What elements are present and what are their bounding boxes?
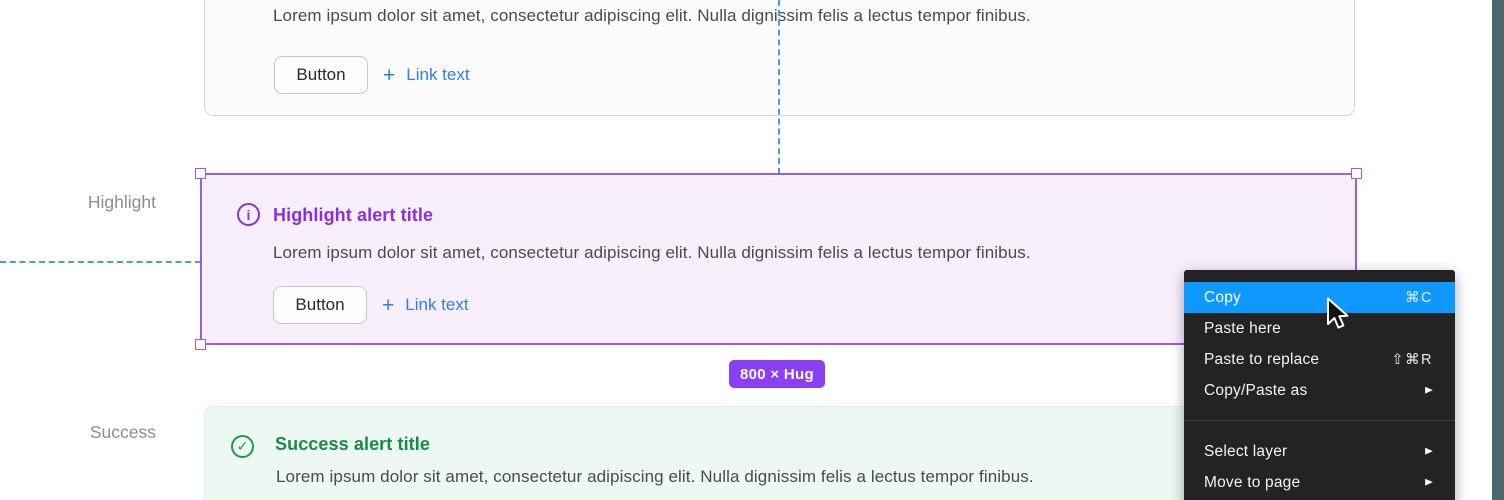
success-alert-card[interactable]: ✓ Success alert title Lorem ipsum dolor … [204, 406, 1355, 500]
check-circle-icon: ✓ [231, 435, 254, 458]
highlight-alert-card[interactable]: i Highlight alert title Lorem ipsum dolo… [203, 176, 1355, 343]
shortcut-label: ⇧⌘R [1391, 351, 1433, 368]
submenu-arrow-icon: ▶ [1425, 385, 1433, 396]
plus-icon: + [383, 63, 396, 87]
horizontal-guide-line [0, 261, 201, 263]
alert-body-text: Lorem ipsum dolor sit amet, consectetur … [273, 243, 1031, 262]
menu-item-paste-to-replace[interactable]: Paste to replace ⇧⌘R [1204, 350, 1433, 368]
right-panel-edge [1492, 0, 1504, 500]
link-text-label: Link text [405, 295, 469, 314]
alert-button[interactable]: Button [274, 56, 368, 94]
alert-body-text: Lorem ipsum dolor sit amet, consectetur … [273, 6, 1031, 25]
selection-outline [200, 173, 1357, 345]
row-label-success: Success [89, 422, 156, 442]
submenu-arrow-icon: ▶ [1425, 477, 1433, 488]
highlight-alert-title: Highlight alert title [273, 205, 434, 225]
plus-icon: + [382, 293, 395, 317]
alert-link[interactable]: + Link text [382, 286, 469, 324]
menu-item-paste-here[interactable]: Paste here [1204, 319, 1281, 337]
menu-item-select-layer[interactable]: Select layer ▶ [1204, 442, 1433, 460]
alert-link[interactable]: + Link text [383, 56, 470, 94]
vertical-guide-line [778, 0, 780, 174]
menu-item-copy[interactable]: Copy ⌘C [1184, 282, 1455, 313]
info-icon: i [237, 203, 260, 226]
row-label-highlight: Highlight [87, 192, 156, 212]
shortcut-label: ⌘C [1405, 289, 1433, 306]
menu-separator [1184, 420, 1455, 421]
selection-handle-bottom-left[interactable] [195, 339, 206, 350]
context-menu: Copy ⌘C Paste here Paste to replace ⇧⌘R … [1184, 270, 1455, 500]
submenu-arrow-icon: ▶ [1425, 446, 1433, 457]
menu-item-move-to-page[interactable]: Move to page ▶ [1204, 473, 1433, 491]
success-alert-title: Success alert title [275, 434, 430, 454]
menu-item-copy-paste-as[interactable]: Copy/Paste as ▶ [1204, 381, 1433, 399]
selection-handle-top-left[interactable] [195, 168, 206, 179]
selection-handle-top-right[interactable] [1351, 168, 1362, 179]
link-text-label: Link text [406, 65, 470, 84]
size-badge: 800 × Hug [729, 360, 825, 388]
alert-body-text: Lorem ipsum dolor sit amet, consectetur … [276, 467, 1034, 486]
mouse-cursor-icon [1326, 297, 1350, 338]
alert-button[interactable]: Button [273, 286, 367, 324]
